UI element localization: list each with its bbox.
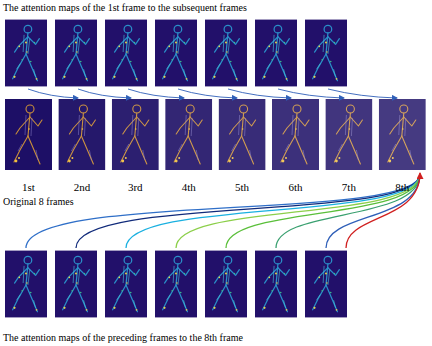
frame-node: 5th (219, 99, 266, 193)
attention-maps-bottom (5, 251, 347, 318)
frame-node: 8th (379, 99, 426, 193)
frame-label: 2nd (58, 181, 105, 193)
original-frames (5, 99, 426, 170)
row-label: Original 8 frames (3, 196, 74, 207)
figure-title: The attention maps of the 1st frame to t… (3, 2, 247, 13)
frame-node: 3rd (112, 99, 159, 193)
frame-node: 2nd (58, 99, 105, 193)
frame-label: 3rd (112, 181, 159, 193)
frame-label: 8th (379, 181, 426, 193)
attention-maps-top (5, 20, 347, 87)
frame-label: 7th (325, 181, 372, 193)
frame-label: 4th (165, 181, 212, 193)
top-arrows (28, 89, 397, 98)
frame-node: 7th (325, 99, 372, 193)
figure-caption: The attention maps of the preceding fram… (3, 332, 243, 343)
bottom-curves (26, 173, 420, 248)
frame-node: 1st (5, 99, 52, 193)
frame-node: 4th (165, 99, 212, 193)
frame-label: 5th (219, 181, 266, 193)
frame-node: 6th (272, 99, 319, 193)
frame-label: 6th (272, 181, 319, 193)
frame-label: 1st (5, 181, 52, 193)
